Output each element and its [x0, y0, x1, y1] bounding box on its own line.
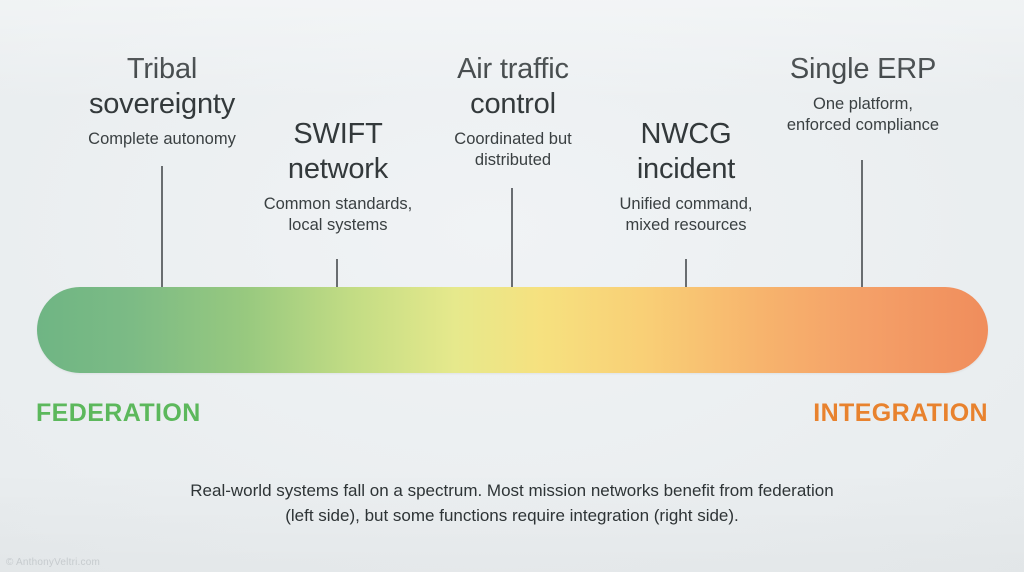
marker-title: SWIFT network [287, 118, 389, 185]
marker-title: Air traffic control [457, 53, 569, 120]
marker-title: Single ERP [789, 53, 937, 85]
marker-subtitle: One platform, enforced compliance [786, 94, 940, 135]
marker-swift-network: SWIFT network Common standards, local sy… [222, 117, 454, 236]
marker-title: NWCG incident [636, 118, 736, 185]
marker-tribal-sovereignty: Tribal sovereignty Complete autonomy [42, 52, 282, 150]
endpoint-label-integration: INTEGRATION [813, 399, 988, 427]
marker-air-traffic-control: Air traffic control Coordinated but dist… [398, 52, 628, 171]
marker-nwcg-incident: NWCG incident Unified command, mixed res… [572, 117, 800, 236]
watermark-credit: © AnthonyVeltri.com [6, 557, 100, 568]
caption-text: Real-world systems fall on a spectrum. M… [190, 481, 834, 526]
marker-single-erp: Single ERP One platform, enforced compli… [748, 52, 978, 137]
connector-line-single-erp [861, 160, 863, 341]
connector-line-air-traffic-control [511, 188, 513, 341]
marker-title: Tribal sovereignty [88, 53, 236, 120]
marker-subtitle: Unified command, mixed resources [619, 194, 753, 235]
marker-subtitle: Common standards, local systems [263, 194, 413, 235]
endpoint-label-federation: FEDERATION [36, 399, 201, 427]
connector-line-tribal-sovereignty [161, 166, 163, 341]
spectrum-gradient-bar [37, 287, 988, 373]
marker-subtitle: Complete autonomy [88, 129, 236, 148]
marker-subtitle: Coordinated but distributed [454, 129, 572, 170]
